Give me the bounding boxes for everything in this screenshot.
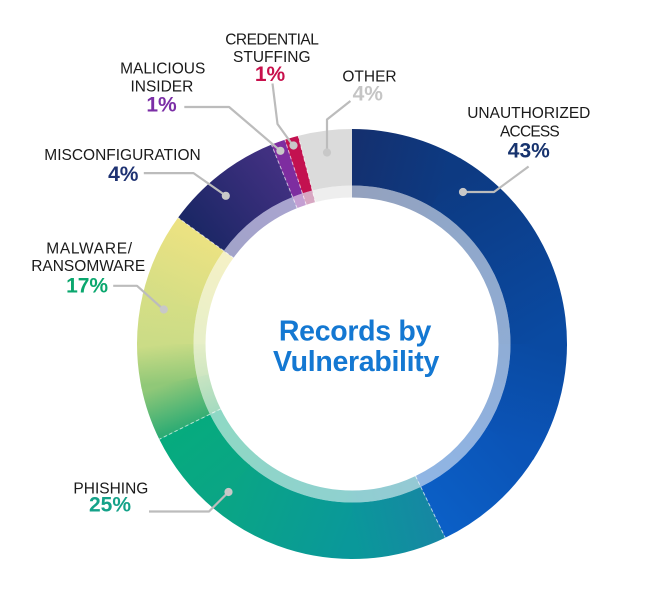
- svg-text:UNAUTHORIZED: UNAUTHORIZED: [467, 105, 590, 122]
- svg-text:Records by: Records by: [279, 315, 432, 347]
- svg-text:43%: 43%: [508, 139, 550, 162]
- svg-text:INSIDER: INSIDER: [130, 78, 193, 95]
- svg-text:1%: 1%: [146, 94, 177, 117]
- svg-text:RANSOMWARE: RANSOMWARE: [31, 258, 145, 275]
- svg-text:MALWARE/: MALWARE/: [46, 241, 133, 258]
- svg-text:Vulnerability: Vulnerability: [273, 346, 440, 378]
- svg-text:OTHER: OTHER: [342, 69, 396, 86]
- svg-text:CREDENTIAL: CREDENTIAL: [225, 31, 319, 48]
- svg-text:4%: 4%: [353, 82, 384, 105]
- svg-text:MISCONFIGURATION: MISCONFIGURATION: [44, 147, 200, 164]
- svg-text:MALICIOUS: MALICIOUS: [120, 61, 205, 78]
- svg-text:ACCESS: ACCESS: [500, 123, 559, 140]
- svg-text:17%: 17%: [66, 274, 108, 297]
- svg-text:25%: 25%: [89, 494, 131, 517]
- svg-text:4%: 4%: [108, 163, 139, 186]
- svg-text:PHISHING: PHISHING: [73, 481, 148, 498]
- svg-text:1%: 1%: [255, 63, 286, 86]
- svg-text:STUFFING: STUFFING: [233, 49, 311, 66]
